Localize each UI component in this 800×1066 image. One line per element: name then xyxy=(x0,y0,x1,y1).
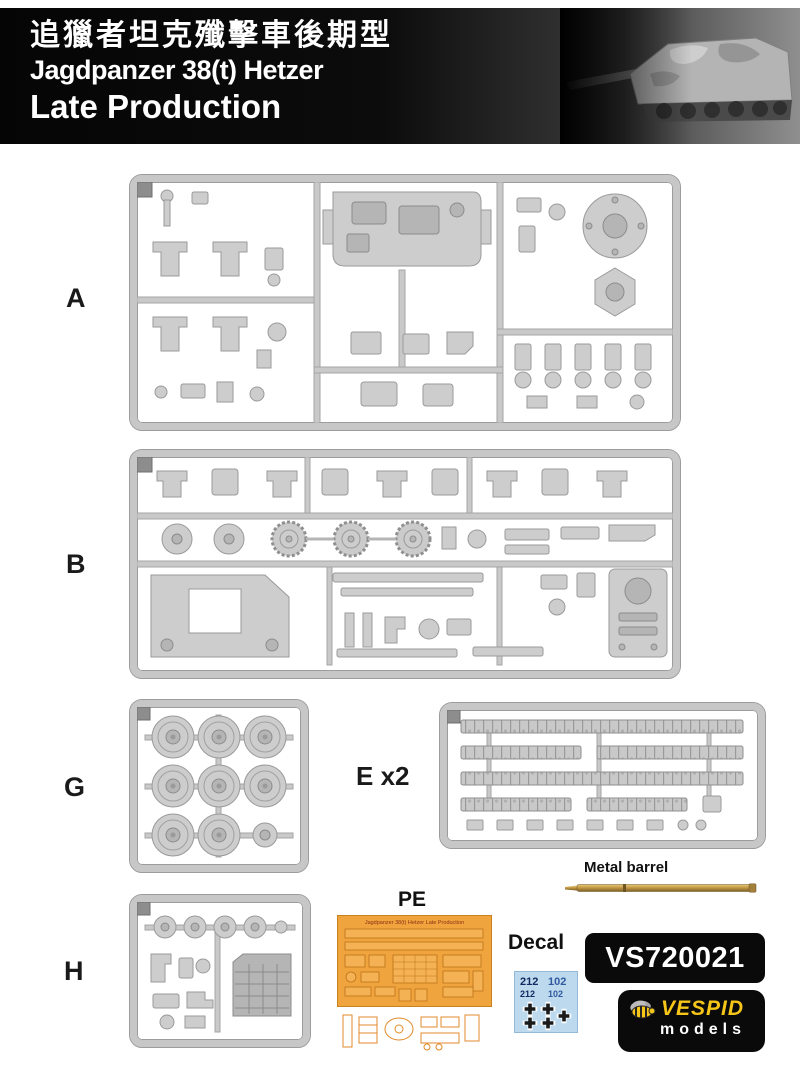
header-banner: 追獵者坦克殲擊車後期型 Jagdpanzer 38(t) Hetzer Late… xyxy=(0,8,800,144)
drive-sprocket-parts xyxy=(270,520,432,558)
box-art-tank-photo xyxy=(560,8,800,144)
sprue-g-parts xyxy=(137,707,294,858)
product-code-badge: VS720021 xyxy=(585,933,765,983)
decal-sheet-image: 212 102 212 102 xyxy=(514,971,578,1033)
small-wheel-parts xyxy=(153,915,288,939)
kit-title-chinese: 追獵者坦克殲擊車後期型 xyxy=(30,19,393,52)
pe-part-outlines xyxy=(342,1014,480,1051)
header-titles: 追獵者坦克殲擊車後期型 Jagdpanzer 38(t) Hetzer Late… xyxy=(30,18,393,127)
decal-number: 102 xyxy=(548,989,563,999)
sprue-h-label: H xyxy=(64,956,84,986)
metal-barrel-image xyxy=(565,883,757,893)
sprue-b-label: B xyxy=(66,549,86,579)
decal-number: 212 xyxy=(520,989,535,999)
pe-label: PE xyxy=(398,888,427,911)
kit-title-english: Jagdpanzer 38(t) Hetzer xyxy=(30,55,324,85)
engine-deck-part xyxy=(232,953,292,1017)
sprue-a-label: A xyxy=(66,283,86,313)
sprue-h-parts xyxy=(137,902,296,1033)
sprue-b-parts xyxy=(137,457,673,666)
sprue-h-panel xyxy=(129,894,311,1048)
sprue-e-panel xyxy=(439,702,766,849)
brand-logo: VESPID models xyxy=(618,990,765,1052)
track-link-parts xyxy=(460,719,744,812)
rear-plate-part xyxy=(608,568,668,658)
road-wheel-parts xyxy=(151,715,287,857)
sprue-a-panel xyxy=(129,174,681,431)
kit-subtitle: Late Production xyxy=(30,88,282,125)
lower-hull-part xyxy=(150,574,290,658)
sprue-e-label: E x2 xyxy=(356,761,410,791)
pe-sheet-title: Jagdpanzer 38(t) Hetzer Late Production xyxy=(365,920,464,926)
brand-name: VESPID xyxy=(661,997,745,1020)
pe-mesh-grille xyxy=(392,954,438,984)
sprue-g-panel xyxy=(129,699,309,873)
sprue-b-panel xyxy=(129,449,681,679)
decal-label: Decal xyxy=(508,931,565,954)
brand-sub-name: models xyxy=(660,1021,747,1038)
sprue-g-label: G xyxy=(64,772,86,802)
sprue-a-parts xyxy=(137,182,673,423)
metal-barrel-label: Metal barrel xyxy=(584,859,669,876)
upper-hull-part xyxy=(322,191,492,267)
decal-number: 102 xyxy=(548,976,566,988)
decal-number: 212 xyxy=(520,976,538,988)
gun-mount-part xyxy=(582,193,648,259)
pe-sheet-image: Jagdpanzer 38(t) Hetzer Late Production xyxy=(337,915,492,1051)
sprue-e-parts xyxy=(447,710,744,831)
wasp-icon xyxy=(630,1000,656,1019)
